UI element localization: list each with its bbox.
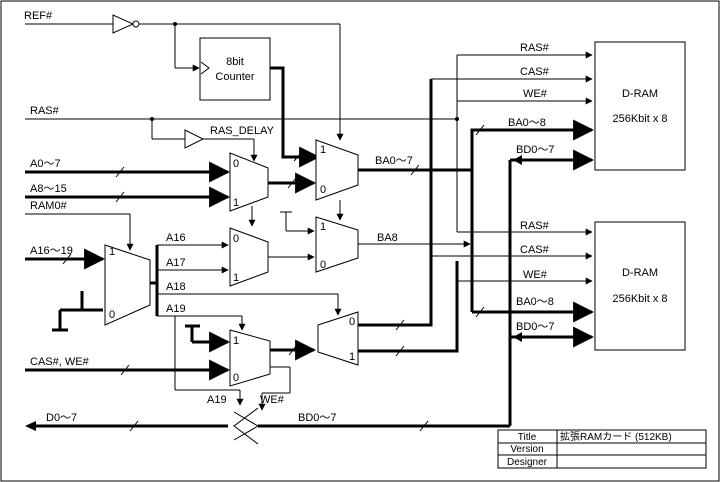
a16-19-path: 1 0 (25, 241, 342, 406)
title-label: Title (518, 432, 537, 443)
svg-text:0: 0 (320, 184, 326, 196)
dram-2 (594, 221, 686, 351)
version-label: Version (510, 444, 543, 455)
a19-label-2: A19 (207, 394, 227, 406)
dram-2-ba: BA0～8 (516, 296, 554, 308)
designer-label: Designer (507, 457, 548, 468)
dram-1-ba: BA0～8 (508, 117, 546, 129)
title-value: 拡張RAMカード (512KB) (560, 430, 672, 443)
bd0-7-label: BD0～7 (298, 412, 337, 424)
mux-ba0-7: 1 0 (315, 139, 472, 201)
mux-dram-select: 0 1 (317, 79, 459, 366)
ram0-label: RAM0# (30, 200, 68, 212)
svg-text:0: 0 (349, 316, 355, 328)
dram-2-size: 256Kbit x 8 (612, 293, 667, 305)
mux-a16-a17: 0 1 (229, 227, 315, 287)
mux-address: 0 1 (229, 152, 317, 227)
svg-text:0: 0 (233, 372, 239, 384)
d0-7-label: D0～7 (46, 412, 77, 424)
svg-text:0: 0 (320, 259, 326, 271)
dram-2-bd: BD0～7 (516, 321, 555, 333)
ram0-path (25, 213, 134, 251)
counter-label-1: 8bit (226, 56, 244, 68)
svg-text:1: 1 (233, 197, 239, 209)
ras-path (25, 51, 593, 236)
svg-text:0: 0 (233, 233, 239, 245)
svg-text:1: 1 (320, 221, 326, 233)
dram-1-bd: BD0～7 (516, 144, 555, 156)
dram-2-title: D-RAM (622, 267, 658, 279)
dram-2-we: WE# (523, 269, 548, 281)
ref-path (25, 14, 344, 141)
dram-2-cas: CAS# (520, 244, 550, 256)
dram-buses (431, 75, 595, 323)
a16-19-label: A16～19 (30, 245, 73, 257)
dram-1-we: WE# (523, 88, 548, 100)
a17-label: A17 (166, 257, 186, 269)
dram-1-title: D-RAM (622, 88, 658, 100)
a19-label: A19 (166, 303, 186, 315)
ras-delay-label: RAS_DELAY (210, 125, 275, 137)
svg-text:0: 0 (109, 309, 115, 321)
ba0-7-label: BA0～7 (375, 155, 413, 167)
dram-1-size: 256Kbit x 8 (612, 113, 667, 125)
svg-text:1: 1 (320, 144, 326, 156)
svg-text:1: 1 (233, 272, 239, 284)
cas-we-label: CAS#, WE# (30, 356, 90, 368)
a16-label: A16 (166, 232, 186, 244)
counter-label-2: Counter (215, 71, 254, 83)
we-label: WE# (260, 394, 285, 406)
svg-text:0: 0 (233, 158, 239, 170)
address-inputs (25, 161, 231, 208)
dram-1-ras: RAS# (520, 42, 550, 54)
title-block (497, 429, 707, 469)
a8-15-label: A8～15 (30, 183, 67, 195)
mux-ba8: 1 0 (280, 200, 471, 273)
ba8-label: BA8 (377, 232, 398, 244)
mux-cas-we: 1 0 (25, 324, 317, 411)
svg-text:1: 1 (109, 246, 115, 258)
svg-text:1: 1 (349, 351, 355, 363)
dram-2-ras: RAS# (520, 220, 550, 232)
a0-7-label: A0～7 (30, 158, 61, 170)
counter-block (199, 37, 321, 168)
ras-label: RAS# (30, 105, 60, 117)
a18-label: A18 (166, 281, 186, 293)
ref-label: REF# (24, 10, 53, 22)
data-buffer (25, 149, 595, 445)
dram-1 (594, 41, 686, 171)
svg-text:1: 1 (233, 335, 239, 347)
dram-1-cas: CAS# (520, 66, 550, 78)
